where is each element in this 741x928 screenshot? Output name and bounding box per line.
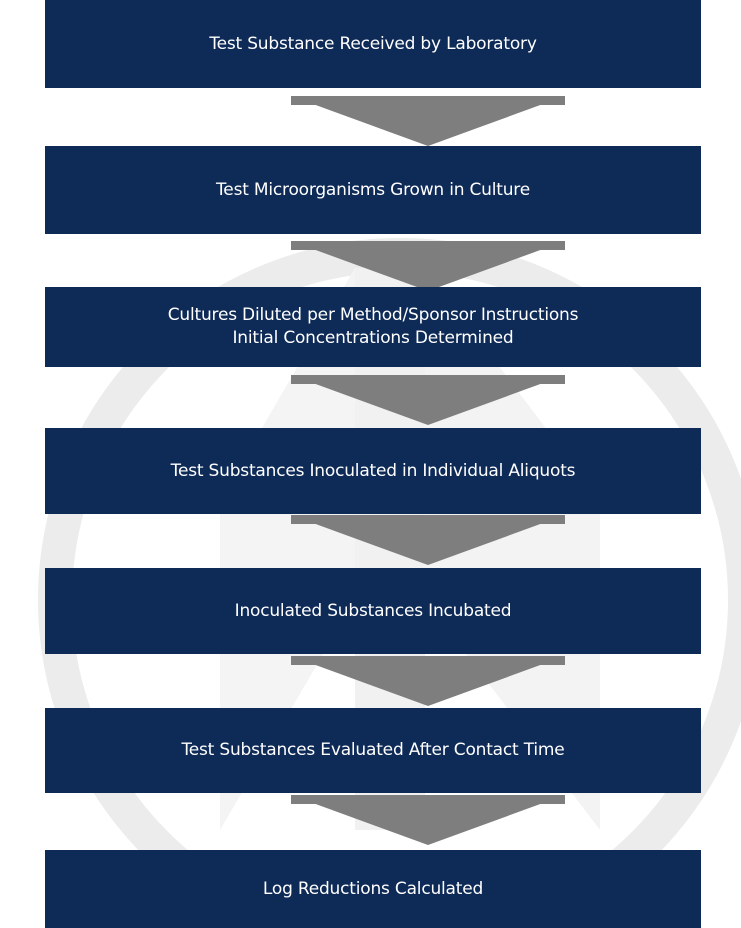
down-arrow-icon [291,96,565,146]
flow-step-label: Test Substances Inoculated in Individual… [170,460,576,481]
flow-step-7: Log Reductions Calculated [45,850,701,928]
down-arrow-icon [291,515,565,565]
down-arrow-icon [291,241,565,291]
flow-step-4: Test Substances Inoculated in Individual… [45,428,701,514]
flow-step-1: Test Substance Received by Laboratory [45,0,701,88]
flow-step-3: Cultures Diluted per Method/Sponsor Inst… [45,287,701,367]
down-arrow-icon [291,795,565,845]
flow-step-2: Test Microorganisms Grown in Culture [45,146,701,234]
flow-step-label: Log Reductions Calculated [262,878,484,899]
down-arrow-icon [291,375,565,425]
flow-step-label: Inoculated Substances Incubated [234,600,512,621]
flow-step-label: Test Substance Received by Laboratory [209,33,537,54]
flow-step-6: Test Substances Evaluated After Contact … [45,708,701,793]
down-arrow-icon [291,656,565,706]
flow-step-label-line-2: Initial Concentrations Determined [232,328,514,348]
flow-step-label-line-1: Cultures Diluted per Method/Sponsor Inst… [167,305,579,326]
flow-step-label: Test Substances Evaluated After Contact … [181,740,565,761]
flow-step-5: Inoculated Substances Incubated [45,568,701,654]
flow-step-label: Test Microorganisms Grown in Culture [216,179,530,200]
